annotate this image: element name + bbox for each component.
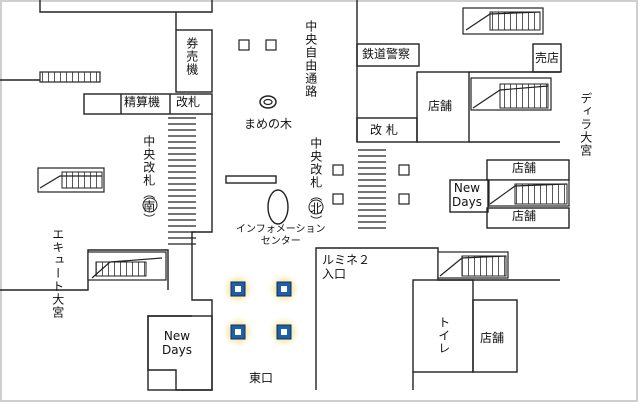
elevator-icon	[276, 324, 292, 340]
shop-4-label: 店舗	[480, 331, 505, 345]
escalators	[37, 7, 570, 281]
escalator-e-mid	[488, 179, 570, 207]
lumine-wall	[315, 247, 560, 390]
west-top-wall	[39, 0, 213, 13]
toilet-label: トイレ	[436, 316, 451, 355]
central-gate-north-label: 中央改札（北）	[308, 137, 323, 228]
newdays-bottom-label: New Days	[162, 329, 192, 357]
shop-box-4	[472, 299, 518, 373]
railway-police-label: 鉄道警察	[362, 47, 411, 61]
escalator-lumine	[437, 251, 509, 279]
newdays-box-bottom	[147, 315, 213, 391]
fare-adjustment-label: 精算機	[124, 95, 161, 109]
info-center-oval	[267, 189, 289, 225]
kiosk-label: 売店	[535, 51, 560, 65]
escalator-ne-mid	[470, 77, 552, 111]
elevators	[222, 273, 300, 348]
escalator-w-mid	[37, 167, 105, 193]
newdays-right-label: New Days	[452, 181, 482, 209]
gate-stripes-south	[168, 117, 196, 245]
shop-1-label: 店舗	[428, 99, 453, 113]
shop-box-1	[416, 71, 470, 143]
ticket-machine-box	[175, 29, 213, 93]
ecute-omiya-label: エキュート大宮	[50, 228, 65, 319]
escalator-ecute	[87, 251, 167, 281]
information-center-label: インフォメーション センター	[236, 224, 326, 247]
gate-row-box	[83, 93, 213, 115]
mame-tree-label: まめの木	[244, 117, 293, 131]
railway-police-box	[356, 43, 420, 67]
elevator-icon	[230, 324, 246, 340]
elevator-icon	[276, 281, 292, 297]
central-gate-south-label: 中央改札（南）	[141, 135, 156, 226]
shop-3-label: 店舗	[512, 209, 537, 223]
lumine2-entrance-label: ルミネ２ 入口	[322, 253, 371, 281]
bench-bar	[225, 175, 277, 184]
newdays-box-right	[449, 179, 489, 213]
elevator-icon	[230, 281, 246, 297]
dila-omiya-label: ディラ大宮	[578, 92, 593, 157]
ticket-machine-label: 券売機	[184, 37, 199, 76]
tree-icon	[259, 95, 277, 109]
shop-box-3	[486, 207, 570, 229]
gate-stripes-north	[358, 149, 386, 229]
shop-2-label: 店舗	[512, 161, 537, 175]
gate-2-label: 改 札	[370, 123, 398, 137]
escalator-nw	[39, 71, 101, 83]
east-exit-label: 東口	[249, 371, 274, 385]
ecute-wall	[0, 249, 169, 291]
gate-label-top: 改札	[176, 95, 201, 109]
free-passage-label: 中央自由通路	[303, 20, 318, 98]
pillars	[238, 39, 410, 205]
escalator-ne-top	[462, 7, 544, 35]
